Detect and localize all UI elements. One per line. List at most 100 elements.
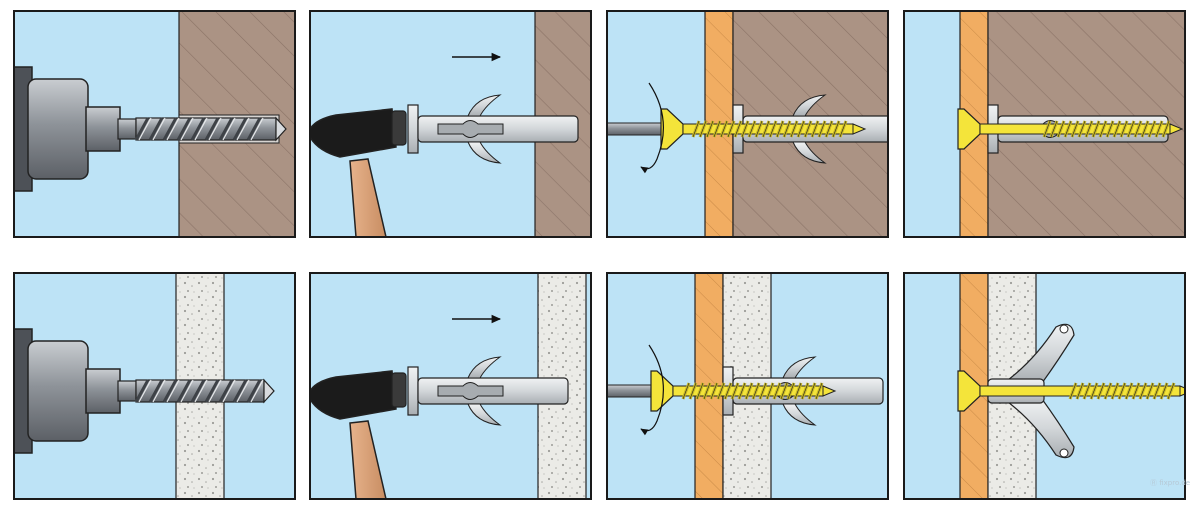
screw-thread-edge <box>696 382 704 400</box>
drill-tip <box>275 116 287 142</box>
panel-content <box>904 273 1185 499</box>
screw-thread-edge <box>783 120 791 138</box>
screw-thread-edge <box>759 382 767 400</box>
screw-thread-edge <box>1069 382 1077 400</box>
screw-thread-edge <box>1153 382 1161 400</box>
drill-flute-highlight <box>222 379 236 403</box>
drill-flute-highlight <box>138 379 152 403</box>
drill-flute <box>218 117 234 141</box>
screw-thread-edge <box>720 120 728 138</box>
screw-thread-edge <box>790 120 798 138</box>
screw-thread-edge <box>706 120 714 138</box>
panel-frame <box>13 272 296 500</box>
plug-collar <box>407 104 419 154</box>
drill-flute <box>148 117 164 141</box>
screw-thread-edge <box>752 382 760 400</box>
drill-flute-highlight <box>152 117 166 141</box>
drill-flute <box>232 117 248 141</box>
screw-thread-edge <box>1090 382 1098 400</box>
drill-shank <box>117 118 137 140</box>
hammer-face <box>391 372 407 408</box>
screw-tip <box>1169 123 1184 135</box>
drill-flute-highlight <box>222 117 236 141</box>
screw-thread-edge <box>773 382 781 400</box>
panel-content <box>904 11 1185 237</box>
panel-content <box>607 11 888 237</box>
screw-thread-edge <box>724 382 732 400</box>
screw-thread-edge <box>1111 382 1119 400</box>
screw-thread-edge <box>1148 120 1156 138</box>
screw-thread-edge <box>689 382 697 400</box>
screw-thread-edge <box>1043 120 1051 138</box>
screw-thread-edge <box>738 382 746 400</box>
plug-wing-top <box>1002 323 1075 384</box>
screw-thread-edge <box>776 120 784 138</box>
panel-board-hammer <box>309 272 592 500</box>
screw-thread-edge <box>727 120 735 138</box>
screw-thread-edge <box>755 120 763 138</box>
panel-brick-hammer <box>309 10 592 238</box>
screw-thread-edge <box>801 382 809 400</box>
panel-brick-drill <box>13 10 296 238</box>
screw-thread-edge <box>713 120 721 138</box>
drill-collar <box>85 368 121 414</box>
screw-thread-edge <box>808 382 816 400</box>
drill-flute <box>246 117 262 141</box>
panel-frame <box>903 10 1186 238</box>
screw-thread-edge <box>710 382 718 400</box>
screw-thread-edge <box>1127 120 1135 138</box>
screw-thread-edge <box>682 382 690 400</box>
screw-thread-edge <box>1097 382 1105 400</box>
screw-tip <box>852 123 867 135</box>
drill-tip <box>263 378 275 404</box>
drill-flute-highlight <box>194 379 208 403</box>
wing-eye-bottom <box>1059 448 1069 458</box>
screw-thread-edge <box>804 120 812 138</box>
panel-content <box>607 273 888 499</box>
drill-flute-highlight <box>208 379 222 403</box>
panel-frame <box>606 272 889 500</box>
drill-flute-highlight <box>236 117 250 141</box>
drill-flute <box>204 117 220 141</box>
panel-frame <box>606 10 889 238</box>
drill-flute <box>176 379 192 403</box>
screw-thread-edge <box>1125 382 1133 400</box>
screw-thread-edge <box>762 120 770 138</box>
drill-flute <box>176 117 192 141</box>
screw-thread-edge <box>1113 120 1121 138</box>
screw-thread-edge <box>1078 120 1086 138</box>
drill-flute <box>162 117 178 141</box>
drill-flute <box>162 379 178 403</box>
screw-thread-edge <box>1085 120 1093 138</box>
screw-thread-edge <box>825 120 833 138</box>
wing-eye-top <box>1059 324 1069 334</box>
drill-flute-highlight <box>180 379 194 403</box>
screw-thread-edge <box>794 382 802 400</box>
screw-thread-edge <box>797 120 805 138</box>
plug-fin-bottom <box>467 141 502 164</box>
panel-content <box>14 11 295 237</box>
screw-thread-edge <box>1099 120 1107 138</box>
plug-fin-bottom <box>467 403 502 426</box>
drill-flute-highlight <box>138 117 152 141</box>
screw-thread-edge <box>818 120 826 138</box>
screw-thread-edge <box>832 120 840 138</box>
drill-collar <box>85 106 121 152</box>
screw-thread-edge <box>741 120 749 138</box>
hammer-handle <box>349 158 387 237</box>
plug-fin-top <box>467 94 502 117</box>
drill-flute-highlight <box>250 117 264 141</box>
screw-thread-edge <box>734 120 742 138</box>
drill-flute-highlight <box>194 117 208 141</box>
screw-thread-edge <box>780 382 788 400</box>
screw-thread-edge <box>815 382 823 400</box>
drill-flute <box>148 379 164 403</box>
panel-board-fixed <box>903 272 1186 500</box>
screw-thread-edge <box>692 120 700 138</box>
screwdriver-bit <box>607 122 666 136</box>
plug-fin-bottom <box>782 403 817 426</box>
screw-thread-edge <box>748 120 756 138</box>
drill-flute-highlight <box>180 117 194 141</box>
plug-fin-bottom <box>792 141 827 164</box>
